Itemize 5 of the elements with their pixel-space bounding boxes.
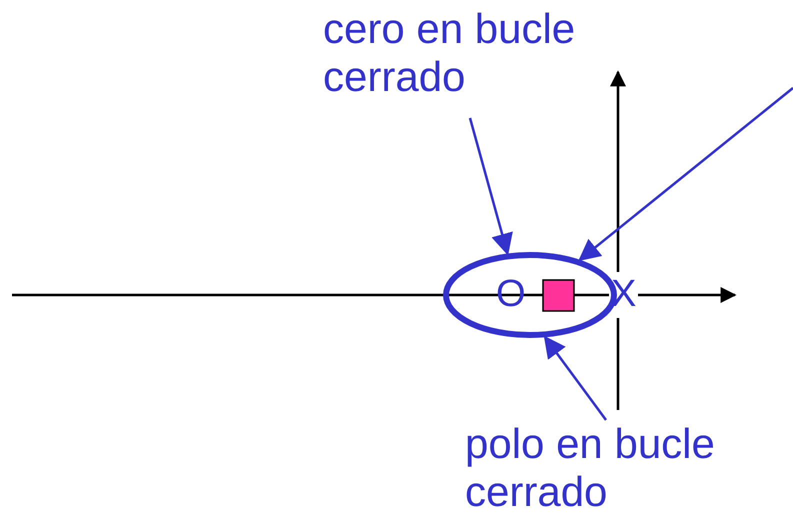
annotation-text: cero en bucle cerrado (323, 5, 623, 101)
leader-arrow (544, 336, 607, 421)
leader-arrow (578, 87, 793, 262)
annotation-text: polo en bucle cerrado (465, 420, 765, 516)
leader-arrow (468, 118, 513, 256)
